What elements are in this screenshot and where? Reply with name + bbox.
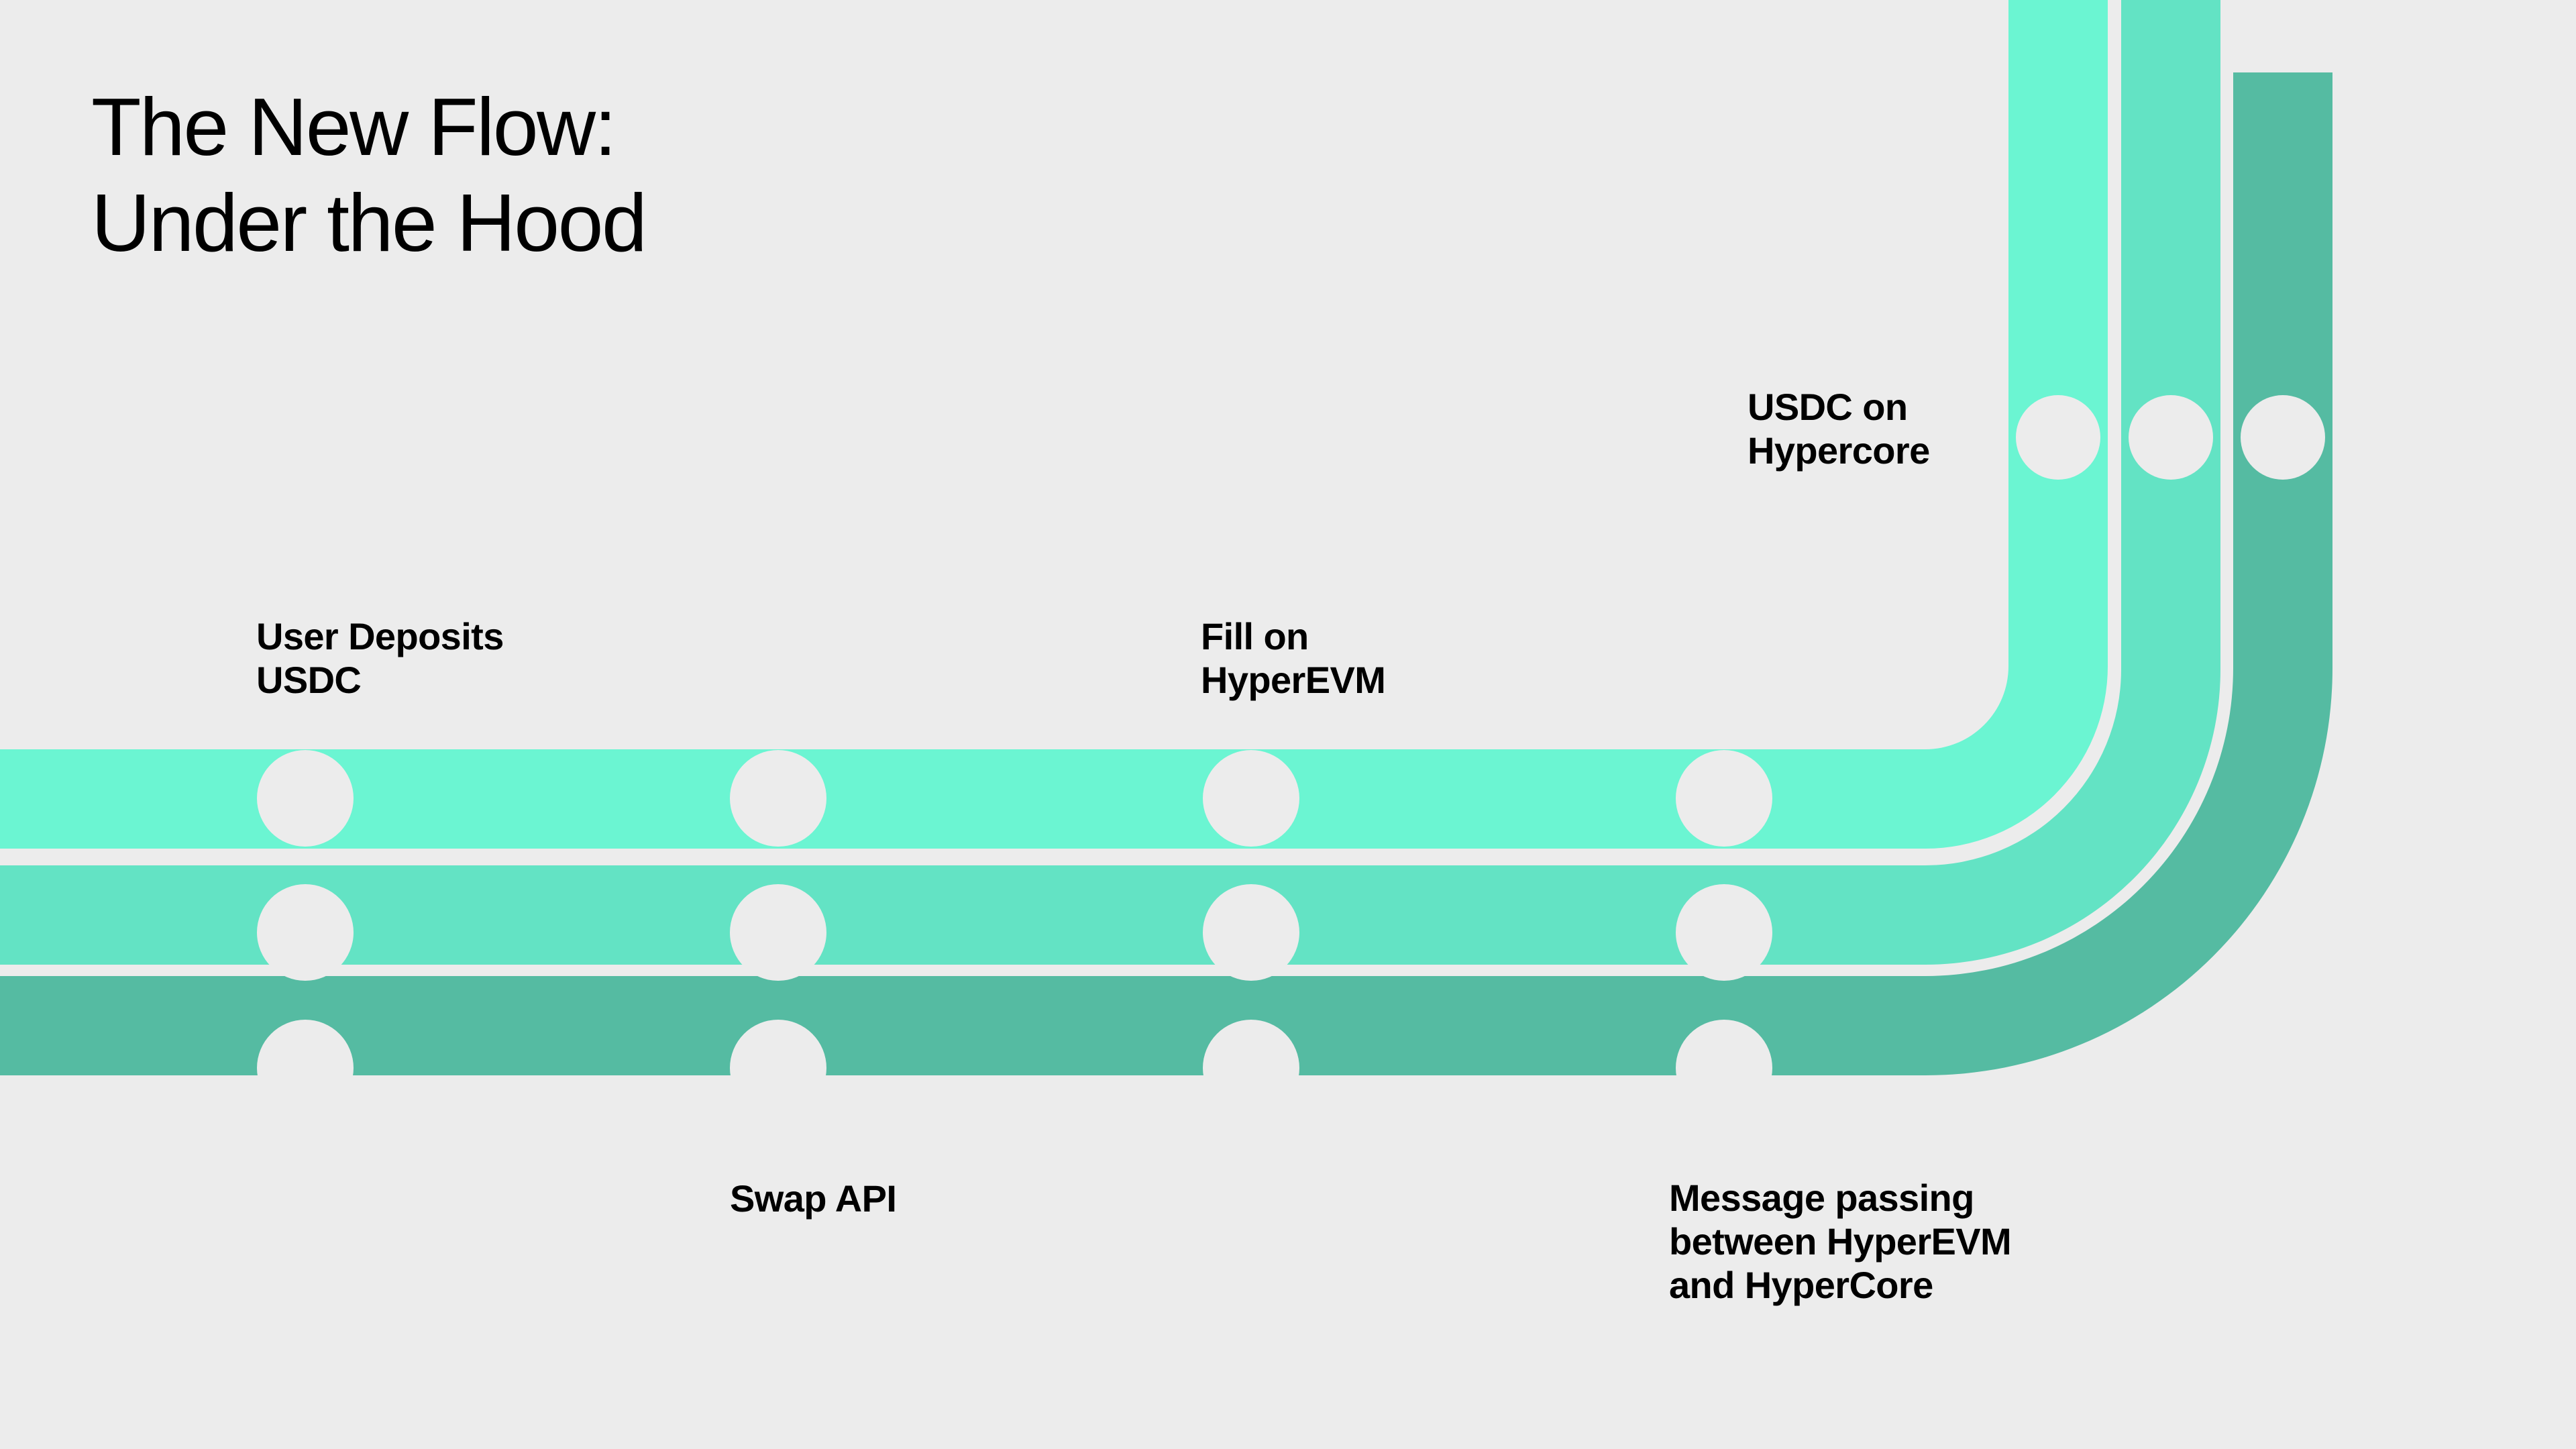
station-marker[interactable] — [1203, 1020, 1299, 1116]
label-user-deposits: User Deposits USDC — [256, 615, 504, 701]
station-marker[interactable] — [730, 750, 826, 847]
station-marker[interactable] — [730, 1020, 826, 1116]
station-marker[interactable] — [1203, 884, 1299, 981]
lane-middle — [0, 0, 2220, 965]
label-message-passing: Message passing between HyperEVM and Hyp… — [1669, 1177, 2012, 1306]
station-marker[interactable] — [2016, 395, 2100, 480]
station-marker[interactable] — [257, 1020, 354, 1116]
label-swap-api: Swap API — [730, 1177, 897, 1220]
station-marker[interactable] — [1676, 884, 1772, 981]
lane-bottom — [0, 72, 2332, 1075]
lane-top — [0, 0, 2108, 849]
station-marker[interactable] — [2129, 395, 2213, 480]
station-marker[interactable] — [257, 750, 354, 847]
station-marker[interactable] — [257, 884, 354, 981]
station-marker[interactable] — [730, 884, 826, 981]
lane-bottom-track — [0, 72, 2332, 1075]
page-title: The New Flow: Under the Hood — [91, 81, 647, 268]
label-usdc-on-hypercore: USDC on Hypercore — [1748, 386, 1930, 472]
lane-top-track — [0, 0, 2108, 849]
column-station-markers — [2016, 395, 2325, 480]
station-marker[interactable] — [1676, 750, 1772, 847]
station-marker[interactable] — [1676, 1020, 1772, 1116]
station-marker[interactable] — [1203, 750, 1299, 847]
lane-station-markers — [257, 750, 1772, 1116]
lane-middle-track — [0, 0, 2220, 965]
label-fill-on-hyperevm: Fill on HyperEVM — [1201, 615, 1386, 701]
station-marker[interactable] — [2241, 395, 2325, 480]
